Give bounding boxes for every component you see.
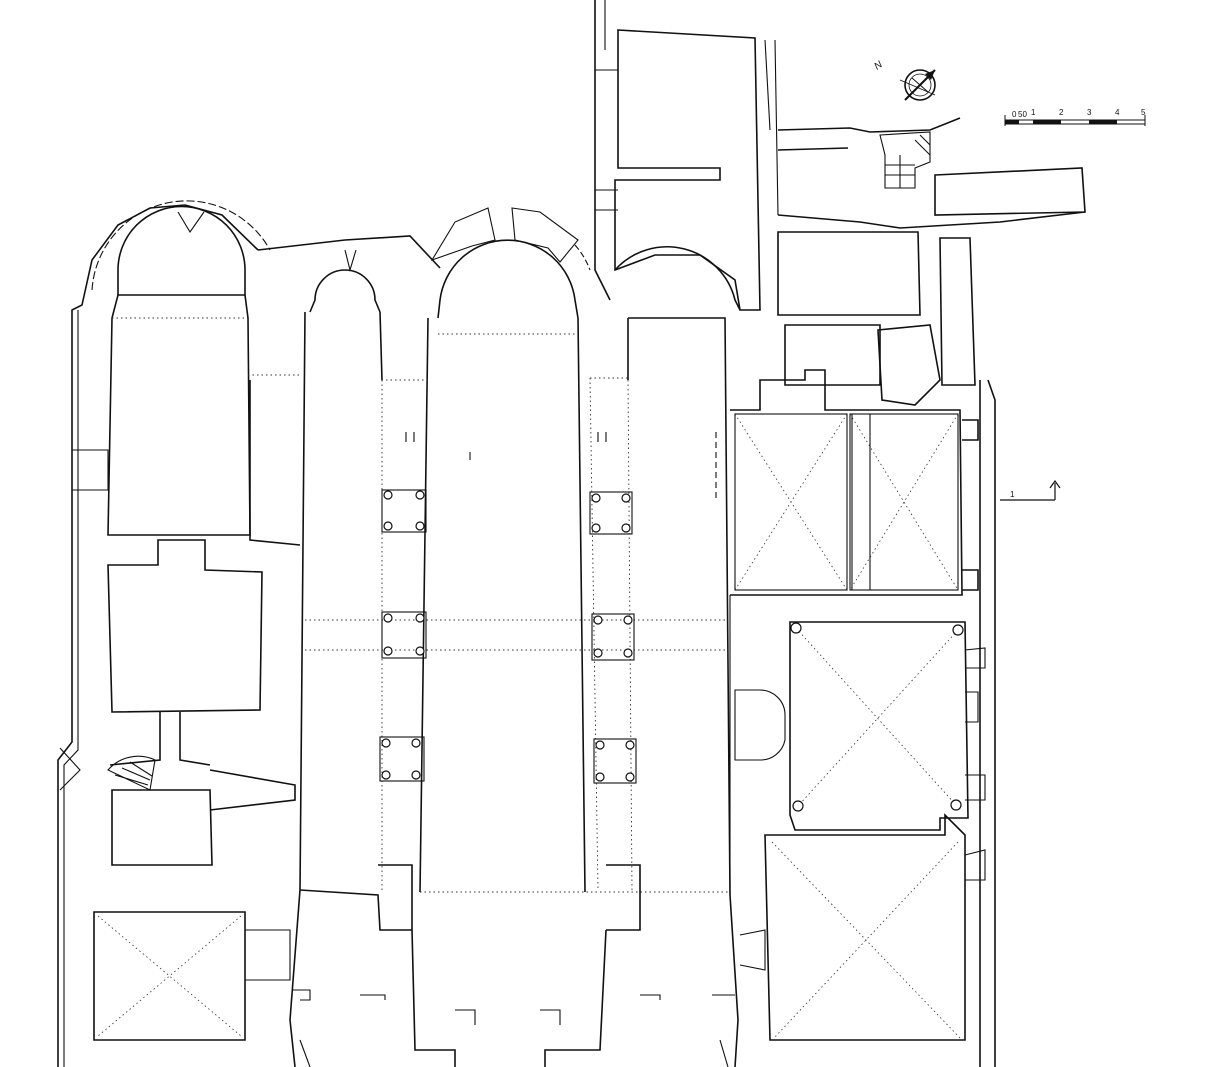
scale-label: 1 bbox=[1031, 108, 1036, 117]
pier bbox=[379, 736, 425, 782]
section-marker: 1 bbox=[1000, 479, 1061, 501]
apse-right bbox=[614, 246, 741, 311]
pier bbox=[591, 613, 635, 661]
room-southwest-vault bbox=[97, 915, 242, 1037]
scale-label: 3 bbox=[1087, 108, 1092, 117]
scale-label: 50 bbox=[1018, 110, 1027, 119]
scale-label: 0 bbox=[1012, 110, 1017, 119]
north-label: N bbox=[872, 59, 885, 73]
pier bbox=[589, 491, 633, 535]
pier bbox=[593, 738, 637, 784]
scale-label: 5 bbox=[1141, 108, 1146, 117]
scale-bar: 0 50 1 2 3 4 5 bbox=[1004, 108, 1146, 126]
rooms-east bbox=[729, 369, 986, 1041]
church-nave bbox=[289, 311, 739, 1067]
rooms-north bbox=[595, 29, 1086, 406]
outer-walls bbox=[57, 0, 996, 1067]
section-label: 1 bbox=[1010, 490, 1015, 499]
apse-center bbox=[430, 207, 591, 335]
arrow-up-icon bbox=[1049, 479, 1061, 489]
scale-label: 2 bbox=[1059, 108, 1064, 117]
pier bbox=[381, 611, 427, 659]
apse-left bbox=[91, 200, 271, 296]
rooms-west bbox=[59, 294, 301, 1041]
scale-label: 4 bbox=[1115, 108, 1120, 117]
piers bbox=[379, 489, 637, 784]
pier bbox=[381, 489, 427, 533]
north-arrow-icon: N bbox=[872, 59, 936, 101]
apse-small bbox=[309, 249, 381, 313]
